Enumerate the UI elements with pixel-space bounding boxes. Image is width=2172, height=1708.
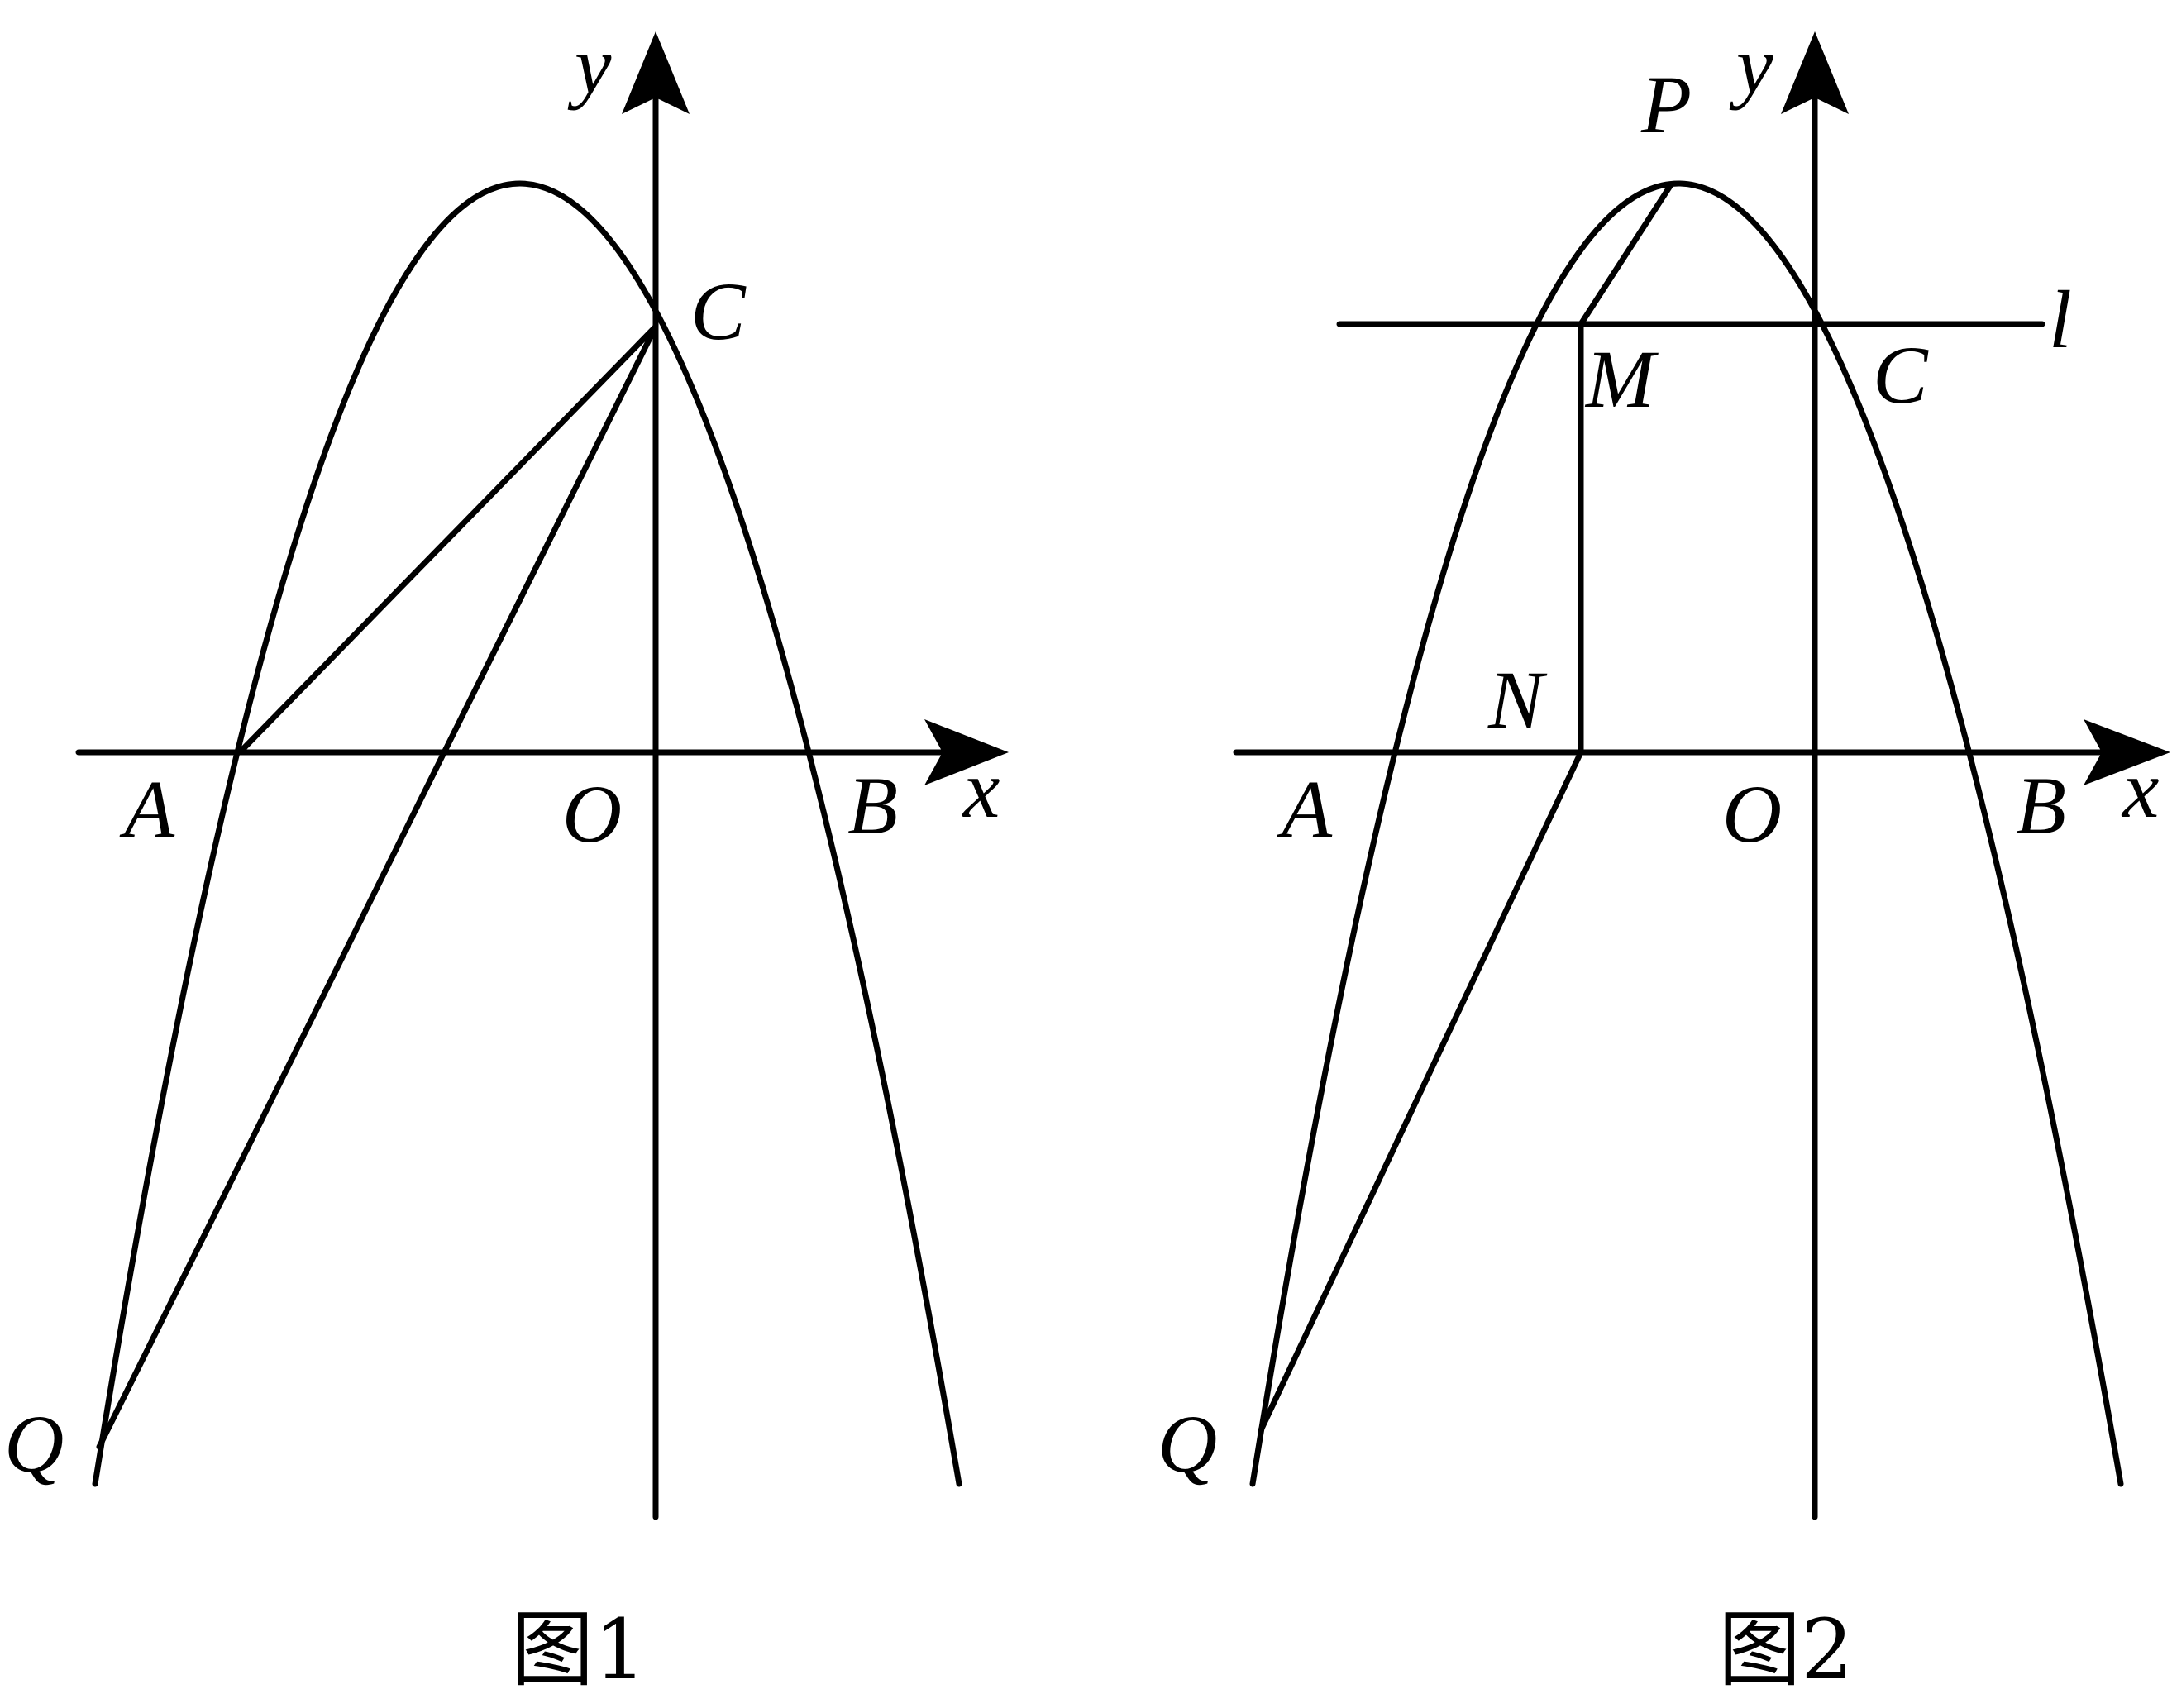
fig1-y-axis-arrow	[622, 31, 690, 114]
fig1-label-C: C	[690, 265, 747, 357]
fig1-label-O: O	[562, 768, 622, 860]
fig2-label-B: B	[2016, 760, 2066, 852]
fig1-label-y: y	[567, 19, 612, 111]
fig2-y-axis-arrow	[1781, 31, 1849, 114]
fig2-label-y: y	[1729, 19, 1773, 111]
fig2-label-Q: Q	[1158, 1398, 1217, 1490]
fig1-caption: 图1	[511, 1601, 647, 1698]
fig2-label-P: P	[1640, 59, 1692, 150]
fig1-label-B: B	[847, 760, 898, 852]
fig1-x-axis-arrow	[924, 719, 1009, 785]
fig2-label-M: M	[1584, 333, 1659, 425]
fig1-label-A: A	[119, 763, 175, 855]
fig2-caption: 图2	[1718, 1601, 1854, 1698]
fig2-segment-NQ	[1258, 749, 1584, 1434]
fig2-label-A: A	[1277, 763, 1333, 855]
fig1-parabola	[92, 180, 962, 1487]
fig2-label-l: l	[2049, 274, 2072, 365]
fig2-label-N: N	[1487, 654, 1548, 746]
fig2-label-C: C	[1873, 329, 1929, 421]
fig1-segment-AC	[236, 323, 659, 756]
fig2-label-x: x	[2121, 743, 2159, 835]
figure-1: y x C A O B Q 图1	[4, 19, 1009, 1698]
fig1-segment-QC	[96, 323, 659, 1450]
fig2-segment-PM	[1578, 183, 1673, 327]
fig2-parabola	[1249, 180, 2124, 1487]
fig1-label-Q: Q	[4, 1398, 64, 1490]
fig1-label-x: x	[962, 743, 1000, 835]
figure-2: y x P l M C N A O B Q 图2	[1158, 19, 2170, 1698]
fig2-label-O: O	[1722, 768, 1782, 860]
fig2-x-axis-arrow	[2084, 719, 2170, 785]
